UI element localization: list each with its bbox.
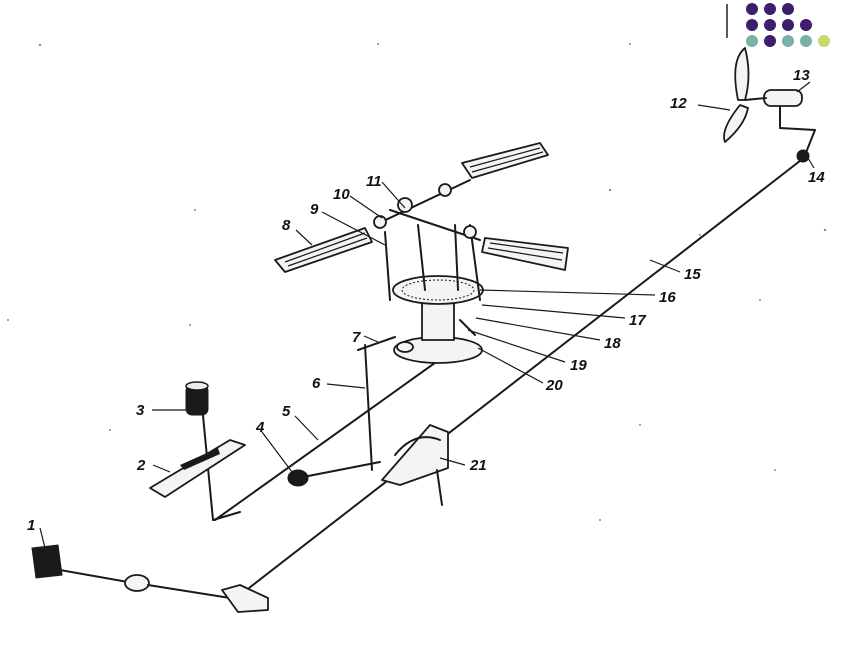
decor-dot: [782, 3, 794, 15]
decor-dot: [764, 19, 776, 31]
label-18: 18: [604, 335, 621, 352]
rod-7: [357, 336, 396, 351]
decor-dot: [764, 3, 776, 15]
decor-dot: [764, 35, 776, 47]
label-17: 17: [629, 312, 646, 329]
label-12: 12: [670, 95, 687, 112]
label-21: 21: [469, 457, 487, 474]
leader-lines: [39, 81, 815, 549]
base-1: [31, 544, 269, 613]
label-2: 2: [136, 457, 146, 474]
decor-dot: [800, 35, 812, 47]
wind-turbine: [723, 47, 816, 163]
label-10: 10: [333, 186, 350, 203]
label-11: 11: [366, 173, 382, 190]
decor-dot: [746, 35, 758, 47]
decor-dot: [782, 19, 794, 31]
decor-dot: [746, 19, 758, 31]
label-7: 7: [352, 329, 361, 346]
lever-2: [149, 439, 246, 498]
label-9: 9: [310, 201, 319, 218]
knob-3: [185, 381, 209, 416]
scan-noise: [7, 43, 827, 521]
blade-8: [274, 227, 373, 273]
decor-dot: [800, 19, 812, 31]
label-4: 4: [255, 419, 265, 436]
label-6: 6: [312, 375, 321, 392]
decor-dots: [746, 3, 830, 47]
bracket-21: [381, 424, 449, 506]
blade-top: [461, 142, 549, 179]
rotor-arms: [373, 179, 481, 241]
slide-decoration: [726, 3, 830, 47]
shaft-foot: [212, 511, 241, 521]
decor-dot: [746, 3, 758, 15]
part-labels: 1 2 3 4 5 6 7 8 9 10 11 12 13 14 15 16 1…: [27, 67, 825, 534]
rod-6: [364, 344, 373, 471]
label-8: 8: [282, 217, 291, 234]
decor-dot: [782, 35, 794, 47]
label-13: 13: [793, 67, 810, 84]
decor-dot: [818, 35, 830, 47]
label-1: 1: [27, 517, 35, 534]
label-15: 15: [684, 266, 701, 283]
long-rod: [239, 156, 806, 596]
label-16: 16: [659, 289, 676, 306]
link-4: [287, 461, 381, 487]
label-20: 20: [545, 377, 563, 394]
label-3: 3: [136, 402, 145, 419]
central-hub: [384, 224, 484, 364]
blade-right: [481, 237, 569, 271]
rod-5: [214, 344, 461, 521]
label-14: 14: [808, 169, 825, 186]
label-5: 5: [282, 403, 291, 420]
label-19: 19: [570, 357, 587, 374]
